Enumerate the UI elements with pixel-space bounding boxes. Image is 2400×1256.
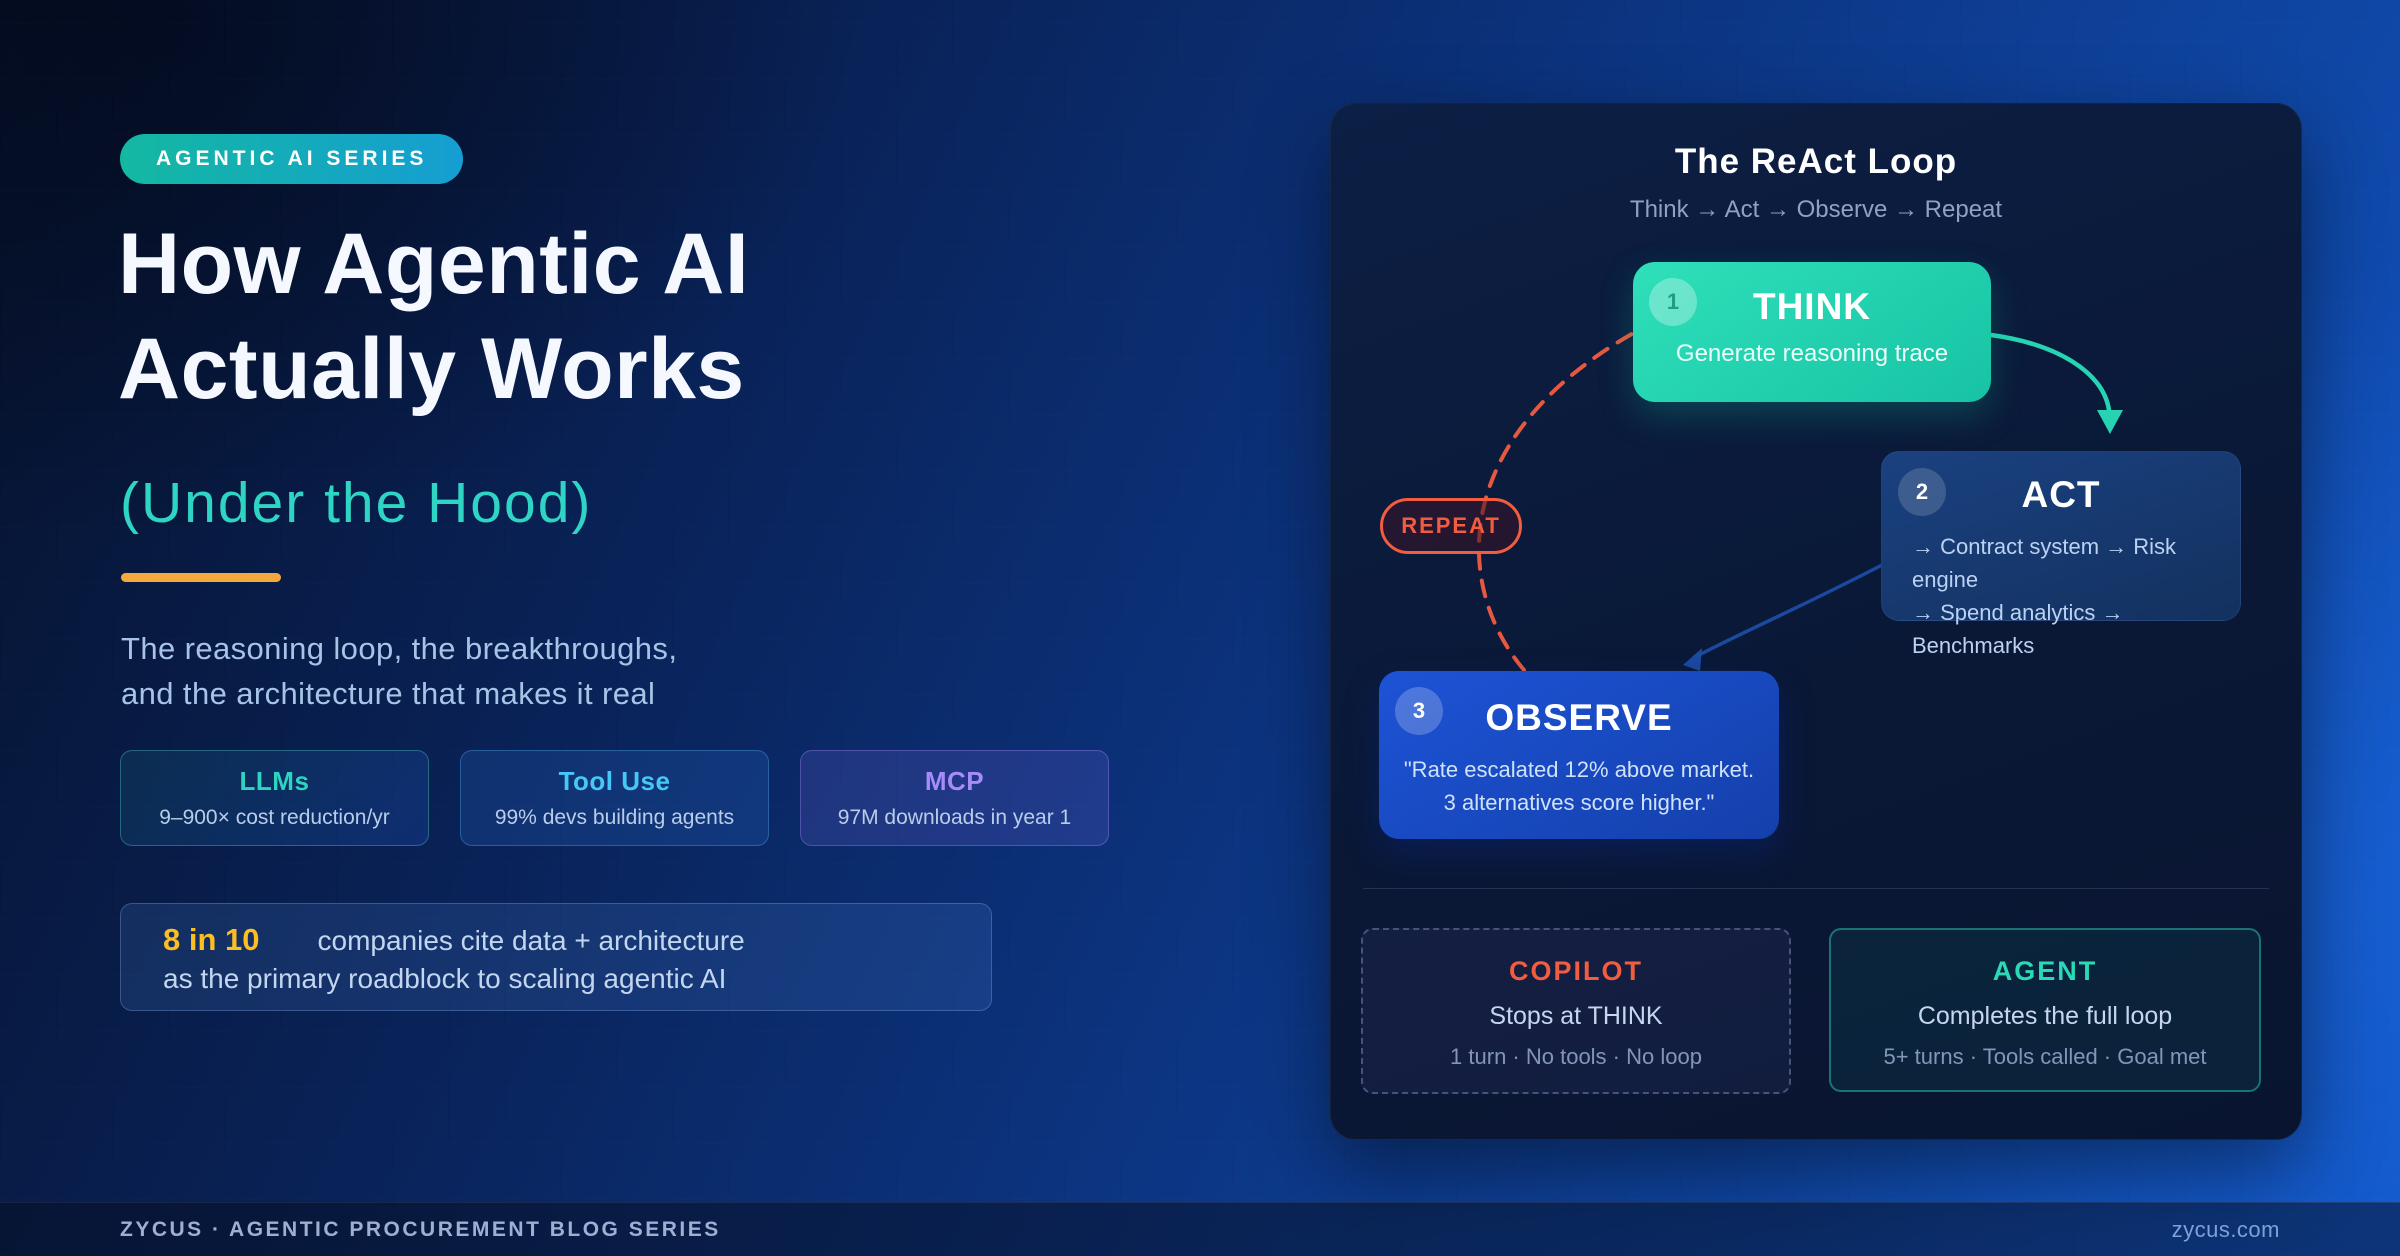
page-title-line1: How Agentic AI <box>118 216 750 312</box>
act-to-observe-arrow <box>1696 562 1885 658</box>
footer-website-link[interactable]: zycus.com <box>2171 1216 2280 1242</box>
accent-underline <box>121 573 281 582</box>
stat-chip-row: LLMs 9–900× cost reduction/yr Tool Use 9… <box>120 750 1109 846</box>
step-2-badge: 2 <box>1898 468 1946 516</box>
lede-line1: The reasoning loop, the breakthroughs, <box>121 631 678 666</box>
think-node: 1 THINK Generate reasoning trace <box>1633 262 1991 402</box>
chip-llms-detail: 9–900× cost reduction/yr <box>159 806 390 829</box>
copilot-card: COPILOT Stops at THINK 1 turn · No tools… <box>1361 928 1791 1094</box>
act-to-observe-arrowhead <box>1683 648 1702 671</box>
copilot-line1: Stops at THINK <box>1489 1002 1663 1030</box>
chip-mcp: MCP 97M downloads in year 1 <box>800 750 1109 846</box>
think-detail: Generate reasoning trace <box>1675 340 1949 367</box>
agent-label: AGENT <box>1992 956 2098 986</box>
step-1-badge: 1 <box>1649 278 1697 326</box>
stat-line2: as the primary roadblock to scaling agen… <box>163 963 727 994</box>
series-badge: AGENTIC AI SERIES <box>120 134 464 184</box>
lede-text: The reasoning loop, the breakthroughs, a… <box>121 626 677 716</box>
act-label: ACT <box>2021 474 2101 515</box>
chip-llms: LLMs 9–900× cost reduction/yr <box>120 750 429 846</box>
act-details: → Contract system → Risk engine → Spend … <box>1882 530 2240 662</box>
chip-mcp-detail: 97M downloads in year 1 <box>837 806 1072 829</box>
step-3-badge: 3 <box>1395 687 1443 735</box>
observe-detail-line2: 3 alternatives score higher." <box>1443 790 1715 815</box>
think-label: THINK <box>1752 286 1872 327</box>
diagram-subtitle: Think → Act → Observe → Repeat <box>1629 196 2003 223</box>
stat-line1: 8 in 10 companies cite data + architectur… <box>163 921 991 960</box>
observe-node: 3 OBSERVE "Rate escalated 12% above mark… <box>1379 671 1779 839</box>
page-title-line2: Actually Works <box>118 321 745 417</box>
think-to-act-arrowhead <box>2097 410 2123 434</box>
diagram-title: The ReAct Loop <box>1674 142 1958 181</box>
footer-bar: ZYCUS · AGENTIC PROCUREMENT BLOG SERIES … <box>0 1202 2400 1256</box>
chip-tool-use: Tool Use 99% devs building agents <box>460 750 769 846</box>
observe-label: OBSERVE <box>1485 697 1673 738</box>
act-detail-line1: → Contract system → Risk engine <box>1912 534 2177 592</box>
chip-llms-label: LLMs <box>239 766 310 796</box>
stat-callout: 8 in 10 companies cite data + architectur… <box>120 903 992 1011</box>
stat-line1-rest: companies cite data + architecture <box>317 925 745 956</box>
page-title: How Agentic AI Actually Works <box>118 212 749 422</box>
agent-card: AGENT Completes the full loop 5+ turns ·… <box>1829 928 2261 1092</box>
chip-tool-use-detail: 99% devs building agents <box>494 806 735 829</box>
observe-details: "Rate escalated 12% above market. 3 alte… <box>1379 753 1779 819</box>
act-node: 2 ACT → Contract system → Risk engine → … <box>1881 451 2241 658</box>
agent-line1: Completes the full loop <box>1917 1002 2173 1030</box>
page-subtitle: (Under the Hood) <box>120 471 593 535</box>
repeat-badge: REPEAT <box>1380 498 1522 554</box>
agent-line2: 5+ turns · Tools called · Goal met <box>1883 1044 2207 1069</box>
copilot-label: COPILOT <box>1509 956 1643 986</box>
chip-tool-use-label: Tool Use <box>558 766 671 796</box>
stat-figure: 8 in 10 <box>163 922 260 957</box>
observe-detail-line1: "Rate escalated 12% above market. <box>1403 757 1755 782</box>
copilot-line2: 1 turn · No tools · No loop <box>1450 1044 1702 1069</box>
panel-divider <box>1363 888 2269 889</box>
act-detail-line2: → Spend analytics → Benchmarks <box>1912 600 2124 658</box>
think-to-act-arrow <box>1988 332 2112 413</box>
chip-mcp-label: MCP <box>924 766 985 796</box>
footer-series-label: ZYCUS · AGENTIC PROCUREMENT BLOG SERIES <box>120 1217 721 1241</box>
lede-line2: and the architecture that makes it real <box>121 676 656 711</box>
react-loop-panel: The ReAct Loop Think → Act → Observe → R… <box>1330 103 2302 1140</box>
